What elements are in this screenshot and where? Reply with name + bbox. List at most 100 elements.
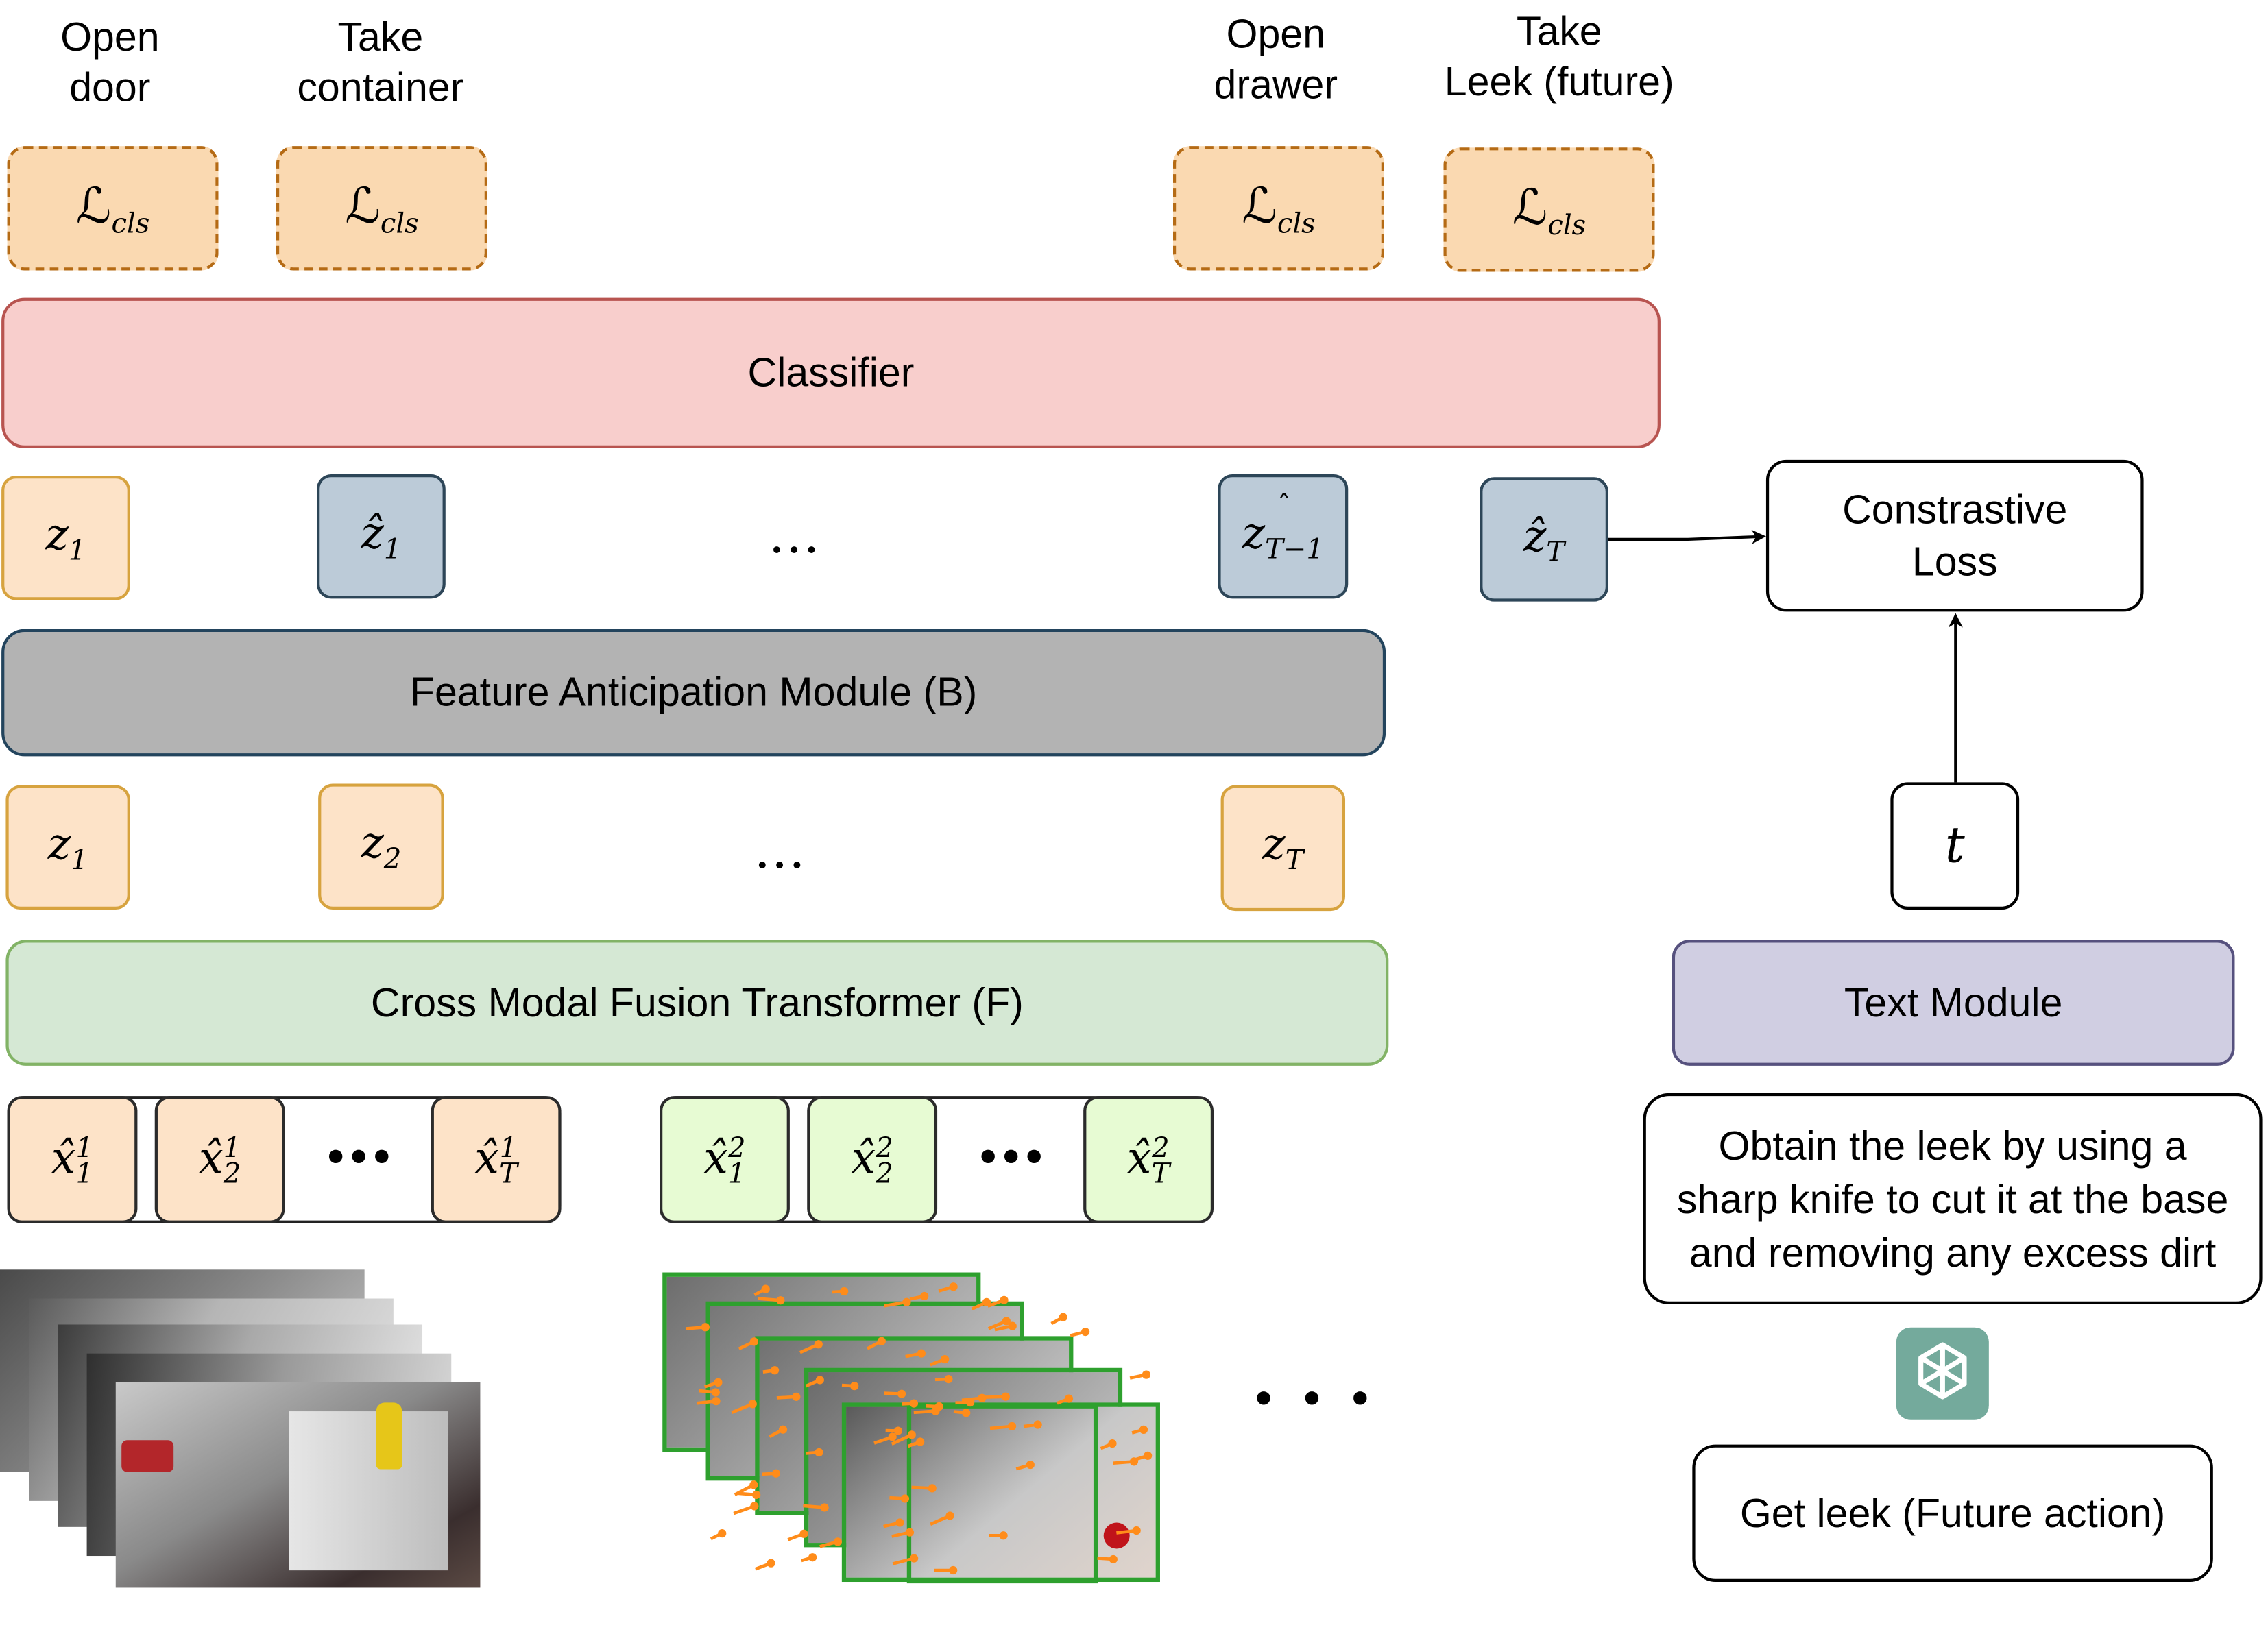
flow-arrow-head (982, 1297, 991, 1306)
flow-arrow-head (909, 1554, 919, 1563)
flow-arrow-head (931, 1406, 940, 1415)
text-module: Text Module (1672, 940, 2235, 1066)
ellipsis: … (753, 820, 809, 880)
flow-arrow-head (907, 1430, 916, 1439)
token-dots: ••• (327, 1128, 396, 1184)
loss-symbol: ℒ (1512, 178, 1548, 236)
flow-arrow-head (1007, 1422, 1017, 1431)
action-description: Obtain the leek by using a sharp knife t… (1643, 1093, 2263, 1304)
openai-logo-icon (1896, 1327, 1989, 1420)
flow-arrow-head (718, 1528, 727, 1538)
flow-arrow-head (893, 1426, 902, 1435)
token-dots: ••• (979, 1128, 1049, 1184)
flow-arrow-head (711, 1388, 720, 1397)
flow-arrow-head (752, 1490, 761, 1500)
flow-arrow-head (1142, 1370, 1151, 1379)
label-take-leek: Take Leek (future) (1444, 8, 1674, 104)
flow-arrow-head (940, 1355, 950, 1364)
flow-arrow-head (909, 1399, 919, 1408)
flow-arrow-head (895, 1518, 904, 1527)
flow-arrow-head (949, 1282, 958, 1291)
flow-arrow-head (1144, 1451, 1153, 1460)
cls-loss-box: ℒcls (7, 146, 219, 271)
fridge-door (289, 1411, 449, 1571)
flow-arrow-head (808, 1553, 817, 1562)
flow-arrow-head (888, 1432, 897, 1441)
flow-arrow-head (928, 1484, 937, 1493)
cls-loss-box: ℒcls (1172, 146, 1384, 271)
bbox (906, 1404, 1098, 1584)
flow-arrow-head (1001, 1392, 1010, 1401)
cls-loss-box: ℒcls (1443, 147, 1655, 272)
flow-arrow-head (814, 1340, 823, 1349)
flow-arrow-head (877, 1337, 886, 1345)
token-z1: z1 (1, 476, 130, 600)
flow-arrow-head (1132, 1526, 1141, 1535)
flow-arrow-head (900, 1494, 910, 1503)
flow-arrow-head (749, 1337, 759, 1346)
token-zT: zT (1220, 785, 1346, 912)
ellipsis: … (768, 505, 823, 565)
flow-arrow-head (815, 1376, 824, 1385)
contrastive-loss-block: Constrastive Loss (1765, 459, 2144, 612)
flow-arrow-head (978, 1393, 987, 1402)
flow-arrow-head (748, 1400, 757, 1409)
classifier-block: Classifier (1, 297, 1661, 449)
bottle (376, 1402, 402, 1470)
red-object (121, 1440, 174, 1472)
flow-arrow-head (749, 1480, 758, 1489)
flow-arrow-head (949, 1565, 958, 1575)
flow-arrow-head (1033, 1420, 1042, 1429)
flow-arrow-head (771, 1469, 781, 1478)
flow-arrow-head (917, 1349, 926, 1358)
flow-arrow-head (1108, 1439, 1117, 1448)
rgb-frame-stack (0, 1269, 492, 1590)
flow-arrow-head (770, 1366, 780, 1375)
feature-anticipation-module: Feature Anticipation Module (B) (1, 629, 1386, 757)
flow-arrow-head (792, 1392, 801, 1401)
cross-modal-fusion-transformer: Cross Modal Fusion Transformer (F) (5, 940, 1389, 1066)
flow-arrow-head (1109, 1554, 1118, 1564)
flow-arrow-head (815, 1448, 823, 1457)
label-open-drawer: Open drawer (1214, 11, 1338, 108)
token-z1: z1 (5, 785, 130, 910)
loss-symbol: ℒ (75, 177, 112, 235)
flow-arrow-head (962, 1409, 971, 1417)
text-token: t (1890, 782, 2020, 910)
flow-arrow-head (1002, 1317, 1011, 1326)
loss-symbol: ℒ (1242, 177, 1277, 235)
flow-arrow-head (999, 1531, 1008, 1540)
flow-arrow-head (799, 1529, 808, 1538)
cls-loss-box: ℒcls (276, 146, 487, 271)
flow-arrow-head (944, 1374, 953, 1384)
flow-arrow-head (1026, 1460, 1035, 1470)
flow-frame-stack (660, 1269, 1166, 1585)
red-object (1103, 1522, 1130, 1549)
hat-accent: ˆ (1277, 488, 1292, 523)
label-open-door: Open door (60, 14, 160, 110)
future-action: Get leek (Future action) (1692, 1444, 2213, 1583)
flow-arrow-head (905, 1528, 915, 1537)
flow-arrow-head (850, 1382, 859, 1391)
loss-subscript: cls (380, 207, 419, 240)
optical-flow-arrows (685, 1282, 1153, 1575)
loss-subscript: cls (1547, 208, 1587, 241)
loss-subscript: cls (111, 207, 150, 240)
flow-arrow-head (820, 1503, 829, 1512)
flow-arrow-head (1008, 1321, 1017, 1330)
flow-arrow-head (750, 1502, 759, 1511)
flow-arrow-head (945, 1511, 954, 1520)
flow-arrow-head (1064, 1394, 1074, 1403)
flow-arrow-head (767, 1559, 775, 1568)
flow-frame (841, 1402, 1160, 1584)
flow-arrow-head (920, 1291, 929, 1301)
flow-arrow-head (897, 1389, 906, 1398)
loss-subscript: cls (1277, 207, 1316, 240)
flow-arrow-head (714, 1378, 723, 1387)
